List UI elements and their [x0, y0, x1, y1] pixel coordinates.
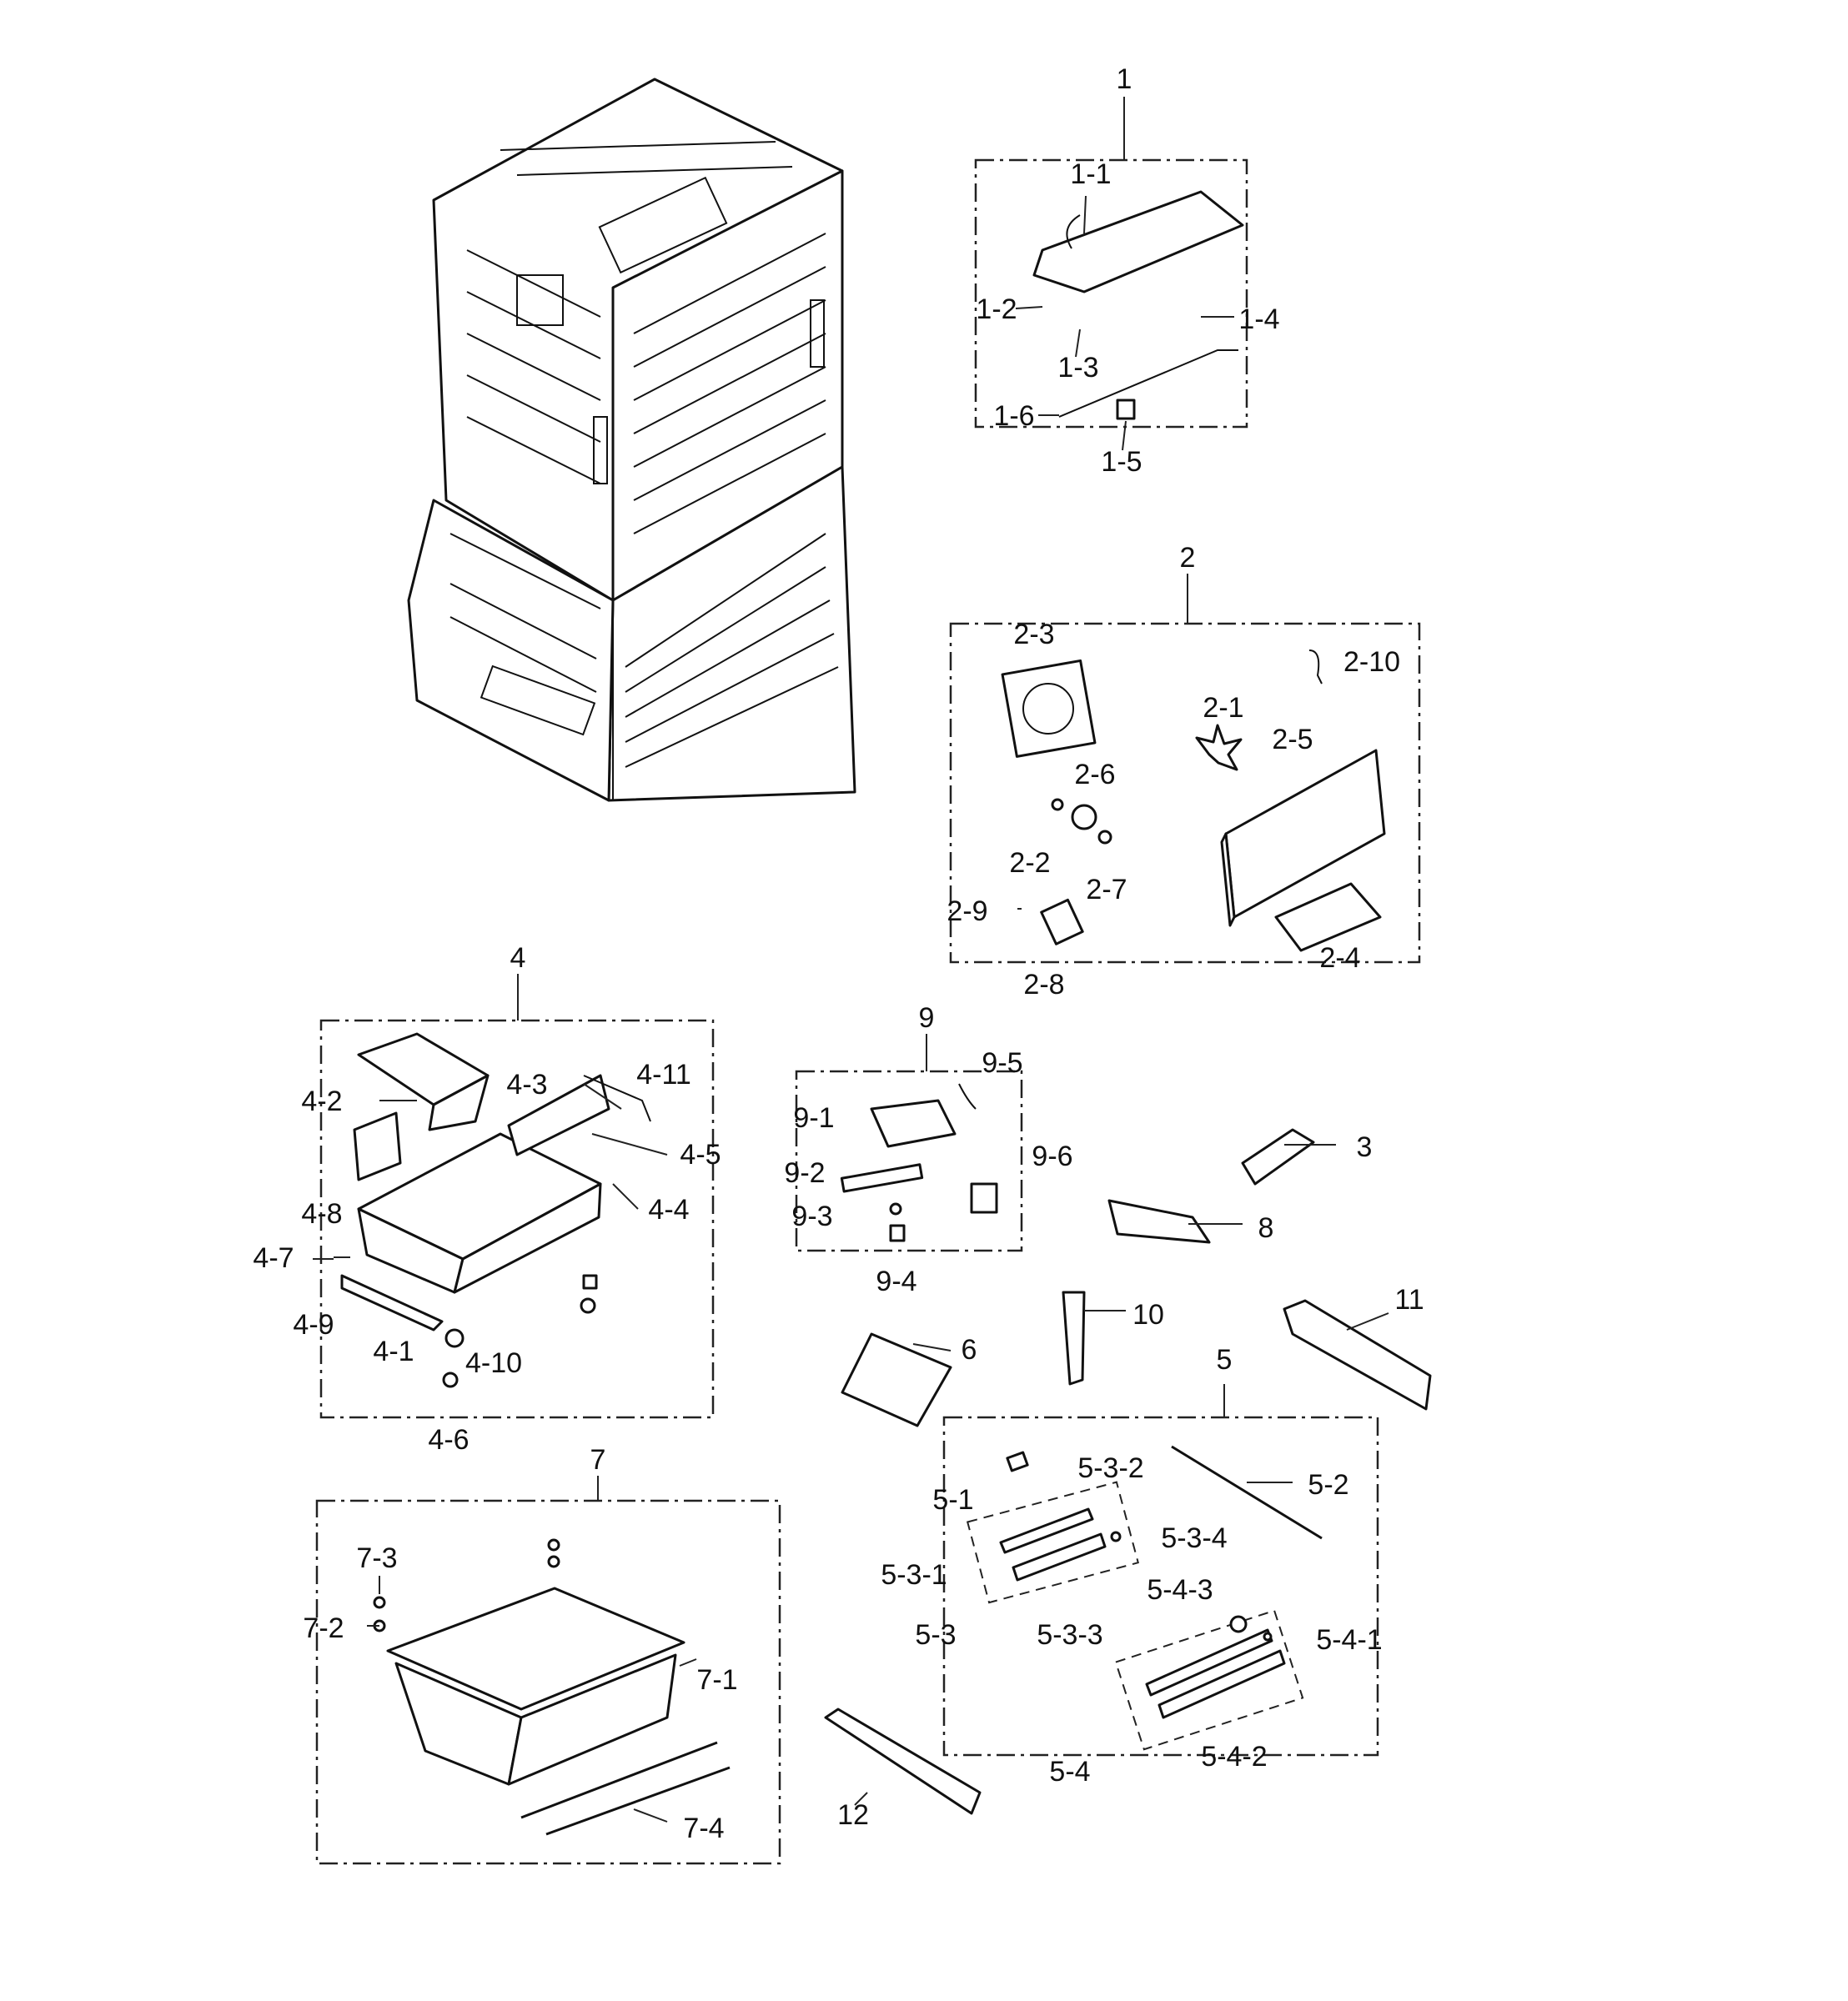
callout-label-9-3: 9-3 — [791, 1201, 832, 1232]
part-3-bracket — [1241, 1128, 1315, 1186]
callout-label-4-7: 4-7 — [253, 1242, 294, 1274]
callout-label-1: 1 — [1117, 63, 1132, 95]
callout-label-5-4-1: 5-4-1 — [1316, 1624, 1382, 1656]
callout-label-2-1: 2-1 — [1203, 692, 1243, 724]
cabinet-illustration — [407, 78, 856, 802]
callout-label-5-4: 5-4 — [1049, 1756, 1090, 1788]
part-2-1-fan-blade — [1195, 724, 1243, 771]
callout-label-4-5: 4-5 — [680, 1139, 721, 1171]
callout-label-2-2: 2-2 — [1009, 847, 1050, 879]
callout-label-9: 9 — [919, 1002, 935, 1034]
callout-label-5-4-3: 5-4-3 — [1147, 1574, 1213, 1606]
callout-label-2-9: 2-9 — [947, 895, 987, 927]
callout-label-10: 10 — [1132, 1299, 1164, 1331]
callout-label-5-3-4: 5-3-4 — [1161, 1522, 1227, 1554]
callout-label-9-6: 9-6 — [1032, 1141, 1072, 1172]
part-4-9-rail — [340, 1274, 444, 1331]
callout-label-4-11: 4-11 — [636, 1059, 691, 1091]
part-7-4-rail-a — [520, 1741, 718, 1819]
callout-label-4-9: 4-9 — [293, 1309, 334, 1341]
callout-label-4: 4 — [510, 942, 526, 974]
callout-label-7-4: 7-4 — [683, 1813, 724, 1844]
part-10-tube — [1062, 1291, 1086, 1386]
part-11-rail — [1283, 1299, 1432, 1411]
group-5 — [942, 1384, 1379, 1757]
callout-label-2-5: 2-5 — [1272, 724, 1313, 755]
part-6-filter-cover — [841, 1332, 952, 1427]
group-2-boundary — [949, 622, 1421, 964]
part-1-housing — [1032, 190, 1244, 293]
callout-label-5-3-3: 5-3-3 — [1037, 1619, 1102, 1651]
group-5-4-boundary — [1114, 1609, 1304, 1751]
callout-label-2-3: 2-3 — [1013, 619, 1054, 650]
callout-label-4-10: 4-10 — [465, 1347, 522, 1379]
callout-label-5-3: 5-3 — [915, 1619, 956, 1651]
part-8-module — [1107, 1199, 1211, 1244]
group-9 — [795, 1034, 1023, 1252]
callout-label-1-5: 1-5 — [1101, 446, 1142, 478]
callout-label-2-8: 2-8 — [1023, 969, 1064, 1000]
callout-labels: 1 1-1 1-2 1-3 1-4 1-5 1-6 2 2-1 2-2 2-3 2-4 2-5 2-6 2-… — [253, 63, 1424, 1844]
group-4-boundary — [319, 1019, 715, 1419]
callout-label-7: 7 — [590, 1444, 606, 1476]
callout-label-7-2: 7-2 — [303, 1612, 344, 1644]
group-1 — [974, 97, 1248, 451]
callout-label-4-1: 4-1 — [373, 1336, 414, 1367]
callout-label-5-1: 5-1 — [932, 1484, 973, 1516]
part-7-1-basket — [386, 1587, 685, 1711]
part-4-8-filter — [353, 1111, 402, 1181]
leader-lines — [313, 1083, 1389, 1823]
callout-label-4-3: 4-3 — [506, 1069, 547, 1101]
callout-label-9-5: 9-5 — [982, 1047, 1022, 1079]
callout-label-7-1: 7-1 — [696, 1664, 737, 1696]
group-7-boundary — [315, 1499, 781, 1865]
callout-label-4-2: 4-2 — [301, 1086, 342, 1117]
part-2-2-motor — [1071, 804, 1097, 830]
callout-label-9-4: 9-4 — [876, 1266, 916, 1297]
callout-label-2-4: 2-4 — [1319, 942, 1360, 974]
part-2-3-fan-shroud — [1001, 659, 1097, 758]
part-5-2-rod — [1171, 1445, 1323, 1540]
part-12-rail — [824, 1708, 982, 1815]
callout-label-4-6: 4-6 — [428, 1424, 469, 1456]
callout-label-12: 12 — [837, 1799, 869, 1831]
callout-label-2-7: 2-7 — [1086, 874, 1127, 905]
part-1-6-heater — [1058, 349, 1238, 418]
group-4 — [319, 974, 715, 1419]
callout-label-1-6: 1-6 — [993, 400, 1034, 432]
group-5-boundary — [942, 1416, 1379, 1757]
callout-label-1-3: 1-3 — [1057, 352, 1098, 384]
callout-label-1-1: 1-1 — [1070, 158, 1111, 190]
callout-label-4-8: 4-8 — [301, 1198, 342, 1230]
callout-label-11: 11 — [1394, 1284, 1424, 1316]
callout-label-1-2: 1-2 — [976, 293, 1017, 325]
callout-label-2: 2 — [1180, 542, 1196, 574]
callout-label-6: 6 — [962, 1334, 977, 1366]
part-2-4-evaporator-cover — [1224, 749, 1386, 919]
group-5-3-boundary — [966, 1481, 1139, 1604]
callout-label-5-3-1: 5-3-1 — [881, 1559, 947, 1591]
callout-label-5-4-2: 5-4-2 — [1201, 1741, 1267, 1773]
callout-label-5-2: 5-2 — [1308, 1469, 1348, 1501]
callout-label-7-3: 7-3 — [356, 1542, 397, 1574]
group-9-boundary — [795, 1070, 1023, 1252]
part-9-1-housing — [870, 1099, 957, 1148]
callout-label-4-4: 4-4 — [648, 1194, 689, 1226]
callout-label-5: 5 — [1217, 1344, 1233, 1376]
part-7-4-rail-b — [545, 1766, 731, 1836]
group-1-boundary — [974, 158, 1248, 429]
callout-label-9-2: 9-2 — [784, 1157, 825, 1189]
callout-label-9-1: 9-1 — [793, 1102, 834, 1134]
callout-label-2-6: 2-6 — [1074, 759, 1115, 790]
callout-label-3: 3 — [1357, 1131, 1373, 1163]
group-2 — [949, 574, 1421, 964]
group-7 — [315, 1476, 781, 1865]
callout-label-2-10: 2-10 — [1343, 646, 1400, 678]
callout-label-5-3-2: 5-3-2 — [1077, 1452, 1143, 1484]
callout-label-1-4: 1-4 — [1238, 303, 1279, 335]
callout-label-8: 8 — [1258, 1212, 1274, 1244]
loose-parts — [824, 1128, 1432, 1815]
